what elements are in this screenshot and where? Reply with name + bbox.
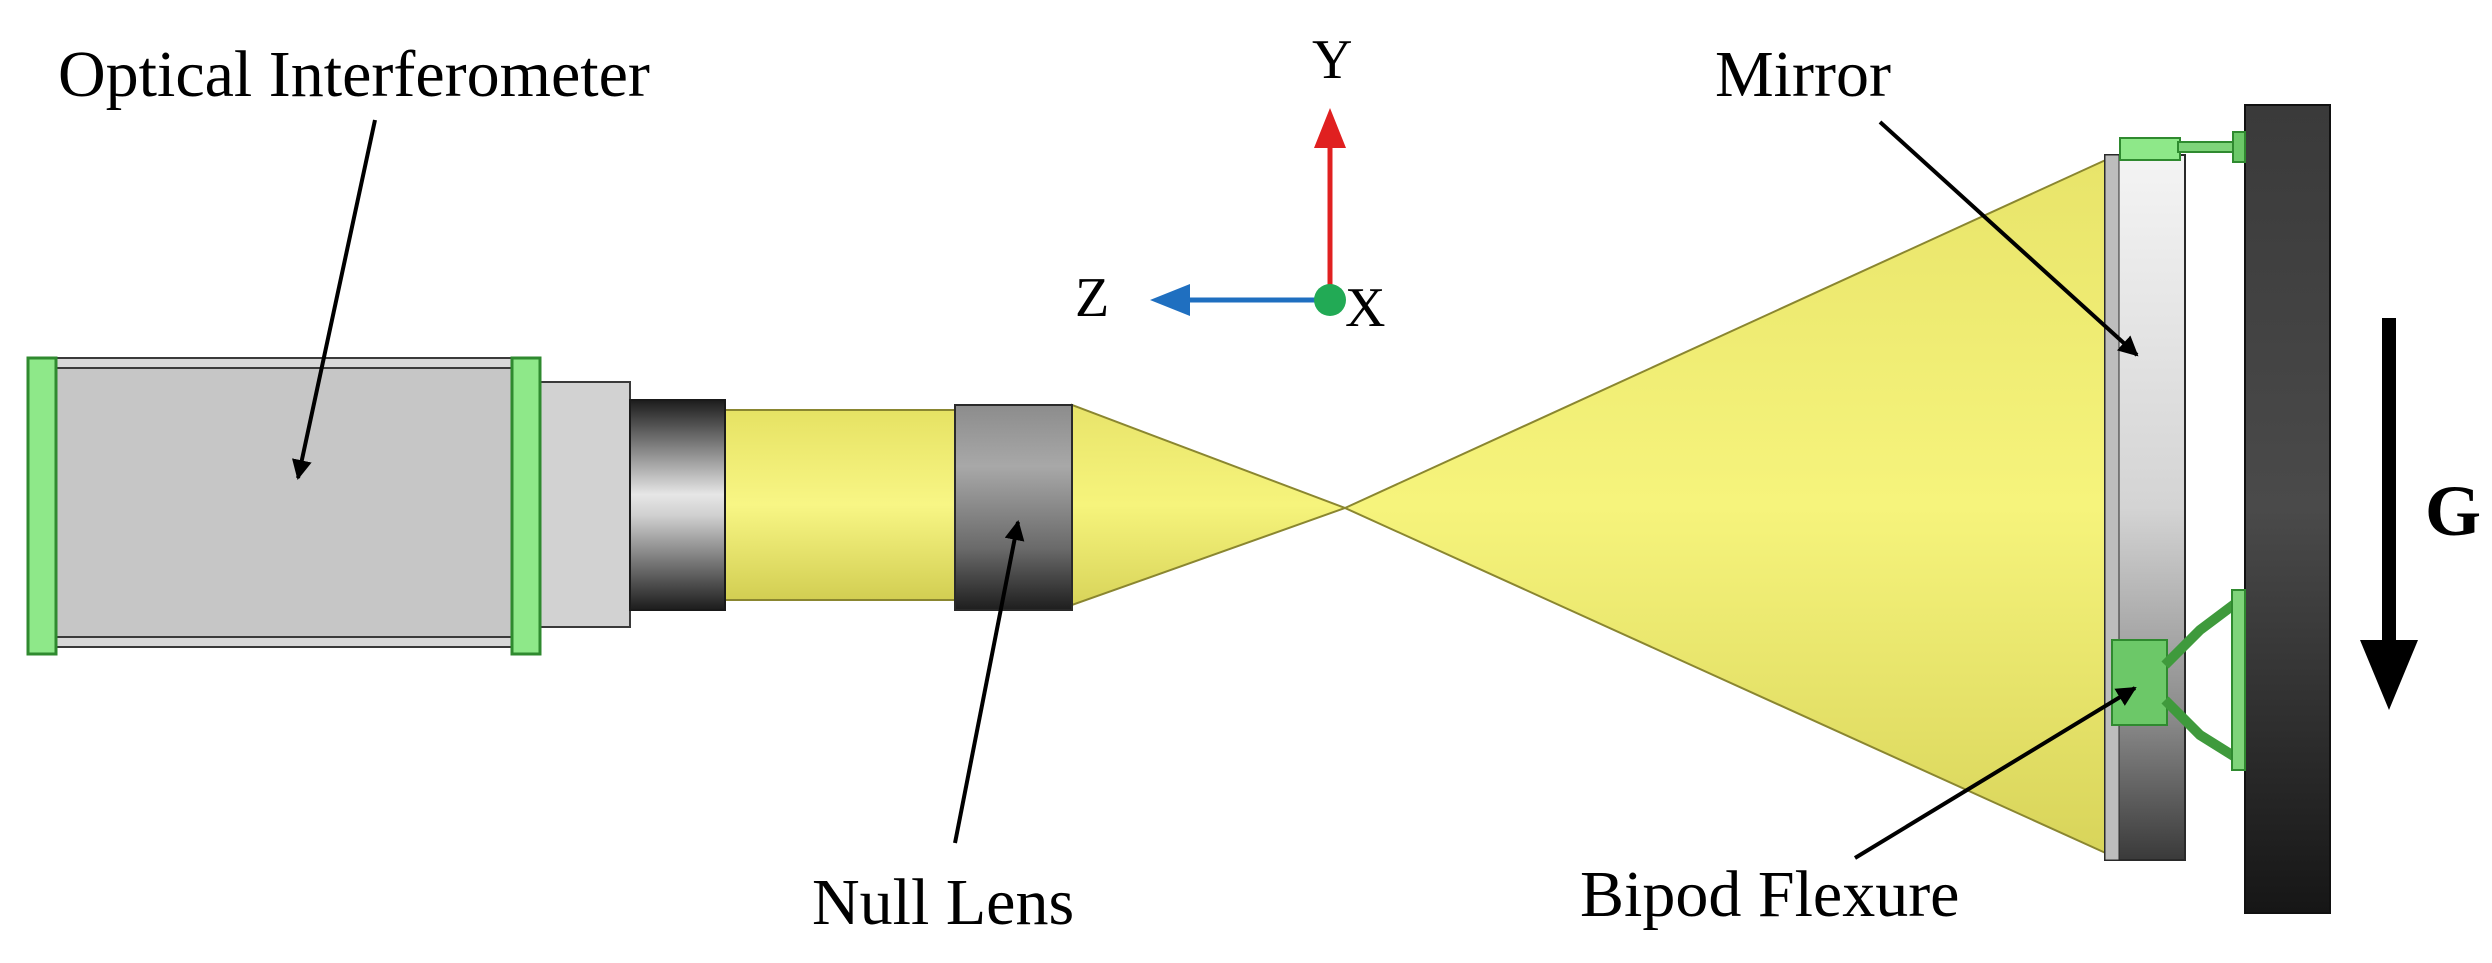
beam-cone-small <box>1071 403 1348 607</box>
gravity-arrow <box>2360 318 2418 710</box>
x-axis-label: X <box>1345 277 1386 339</box>
z-axis-arrowhead <box>1150 284 1190 316</box>
gravity-label: G <box>2425 471 2482 551</box>
optical-interferometer <box>26 356 726 656</box>
null-lens-leader <box>953 520 1025 844</box>
x-axis-dot <box>1314 284 1346 316</box>
y-axis-arrowhead <box>1314 108 1346 148</box>
bipod-flexure-top <box>2119 131 2246 163</box>
bipod-flexure-bottom <box>2111 589 2246 771</box>
interferometer-label: Optical Interferometer <box>58 38 650 111</box>
null-lens-label: Null Lens <box>812 866 1075 939</box>
base-plate <box>2244 104 2331 914</box>
mirror <box>2104 154 2186 861</box>
null-lens <box>954 404 1073 611</box>
beam-cone-large <box>1342 156 2111 857</box>
leader-arrows <box>292 119 2139 860</box>
mirror-label: Mirror <box>1715 38 1891 111</box>
beam-cylinder <box>724 409 961 601</box>
bipod-flexure-label: Bipod Flexure <box>1580 858 1960 931</box>
z-axis-label: Z <box>1075 267 1110 329</box>
interferometer-leader <box>292 119 377 480</box>
bipod-leader <box>1853 686 2137 860</box>
mirror-leader <box>1878 120 2139 357</box>
y-axis-label: Y <box>1312 29 1353 91</box>
coordinate-axes <box>1150 108 1346 316</box>
